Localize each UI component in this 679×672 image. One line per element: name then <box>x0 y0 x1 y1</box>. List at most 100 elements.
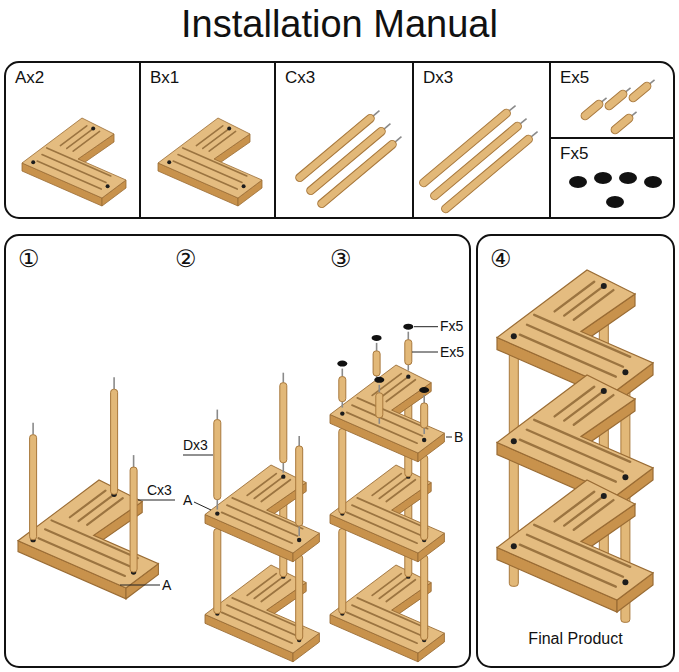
post-body <box>579 99 604 122</box>
part-cell: Ex5 <box>550 62 674 138</box>
pin <box>282 373 284 383</box>
pin <box>531 132 537 137</box>
shelf-bottom <box>497 480 653 612</box>
leader-line <box>183 455 213 456</box>
post-c <box>316 134 404 210</box>
steps-panel: ① ② ③ <box>5 235 470 667</box>
pin <box>423 395 425 403</box>
part-label: Ax2 <box>15 68 44 88</box>
step-number: ① <box>18 245 40 273</box>
post-e <box>421 403 428 428</box>
post-c <box>214 529 221 614</box>
post-c <box>296 555 303 640</box>
pin <box>217 410 219 420</box>
pin <box>602 98 607 102</box>
leader-line <box>414 326 438 327</box>
foot-pad <box>403 324 413 330</box>
part-label: Dx3 <box>423 68 453 88</box>
callout-label: A <box>183 492 192 508</box>
pin <box>133 455 135 467</box>
pin <box>373 111 379 116</box>
part-cell: Dx3 <box>413 62 550 218</box>
post-d <box>429 116 529 202</box>
shelf-a <box>22 118 126 206</box>
post-d <box>440 129 540 215</box>
pin <box>423 428 425 434</box>
post-c <box>130 467 137 572</box>
post-d <box>296 446 303 526</box>
pin <box>341 369 343 377</box>
post-c <box>111 389 118 494</box>
pin <box>376 343 378 351</box>
post-d <box>421 455 428 540</box>
post-c <box>421 555 428 640</box>
leader-line <box>446 437 452 438</box>
parts-frame <box>5 62 674 218</box>
steps-frame <box>5 235 470 667</box>
post-e <box>627 77 657 104</box>
post-c <box>30 435 37 540</box>
part-cell: Bx1 <box>140 62 275 218</box>
part-label: Cx3 <box>285 68 315 88</box>
step-number: ④ <box>490 245 512 273</box>
cell-divider <box>139 62 141 218</box>
foot-pad <box>594 172 612 184</box>
leader-line <box>120 585 160 586</box>
cell-divider <box>412 62 414 218</box>
callout-label: A <box>162 577 171 593</box>
post-body <box>609 113 634 136</box>
final-frame <box>477 235 674 667</box>
foot-pad <box>372 335 382 341</box>
callout-label: Cx3 <box>147 482 172 498</box>
pin <box>282 463 284 473</box>
part-label: Fx5 <box>560 144 588 164</box>
post-c <box>339 529 346 614</box>
post-e <box>405 340 412 365</box>
post-e <box>609 109 639 136</box>
final-panel: ④ Final Product <box>477 235 674 667</box>
foot-pad <box>644 176 662 188</box>
pin <box>298 526 300 536</box>
pin <box>378 418 380 424</box>
callout-label: Dx3 <box>183 437 208 453</box>
leader-line <box>194 502 211 510</box>
pin <box>378 385 380 393</box>
shelf-top <box>497 270 653 402</box>
pin <box>632 112 637 116</box>
pin <box>520 119 526 124</box>
callout-label: Fx5 <box>440 318 463 334</box>
callout-label: Ex5 <box>440 344 464 360</box>
foot-pad <box>419 387 429 393</box>
post-e <box>376 393 383 418</box>
post-e <box>373 351 380 376</box>
caption-text: Final Product <box>477 630 674 648</box>
post-body <box>440 134 534 215</box>
foot-pad <box>374 377 384 383</box>
part-cell: Fx5 <box>550 138 674 218</box>
foot-pad <box>337 361 347 367</box>
post-e <box>339 377 346 402</box>
post-body <box>603 89 628 112</box>
pin <box>626 88 631 92</box>
step-number: ② <box>175 245 197 273</box>
pin <box>217 500 219 510</box>
pin <box>650 80 655 84</box>
post-d <box>339 429 346 514</box>
callout-label: B <box>454 429 463 445</box>
leader-line <box>138 500 175 501</box>
pin <box>395 137 401 142</box>
pin <box>407 365 409 371</box>
post-d <box>214 420 221 500</box>
part-cell: Cx3 <box>275 62 413 218</box>
part-label: Bx1 <box>150 68 179 88</box>
foot-pad <box>619 172 637 184</box>
step-number: ③ <box>330 245 352 273</box>
shelf-middle <box>497 375 653 507</box>
post-body <box>316 139 398 209</box>
foot-pad <box>569 176 587 188</box>
pin <box>113 377 115 389</box>
post-body <box>627 81 652 104</box>
cell-divider <box>550 137 674 139</box>
